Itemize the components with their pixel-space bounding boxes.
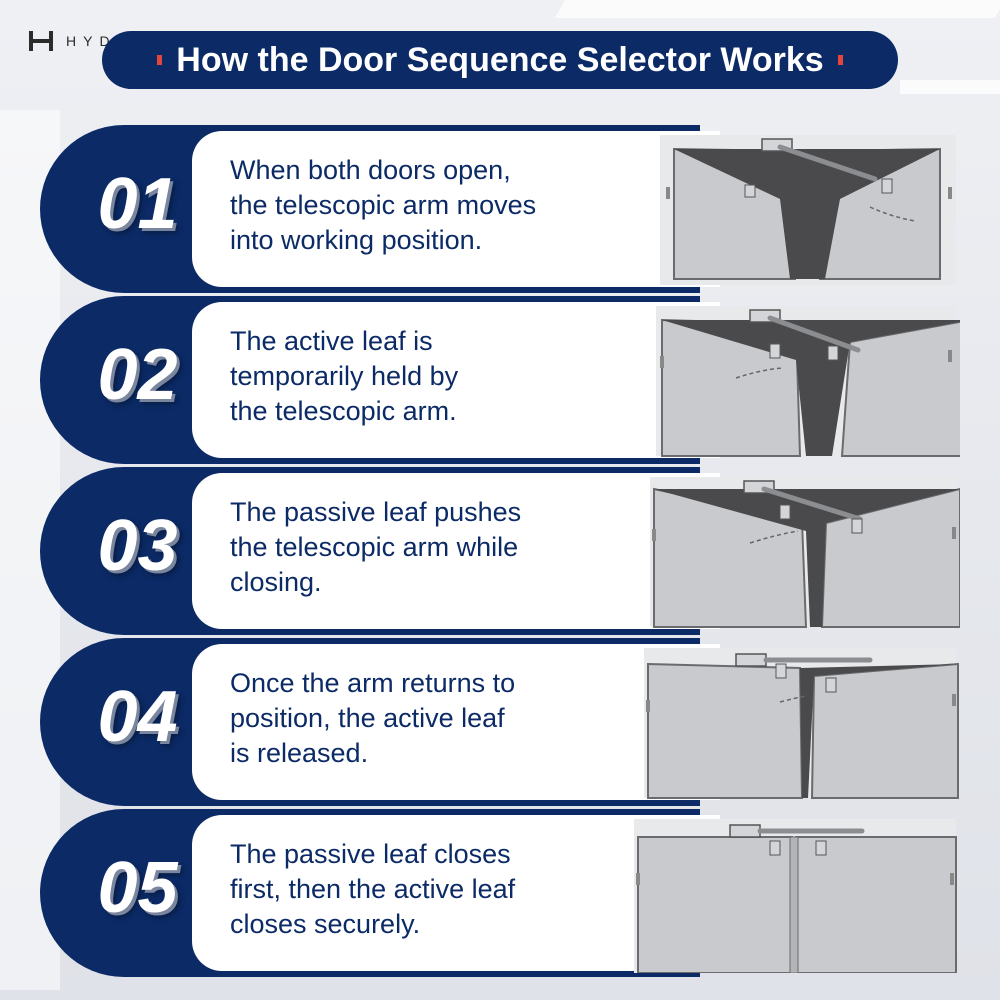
step-description: The active leaf is temporarily held by t… <box>230 326 459 426</box>
step-description: The passive leaf closes first, then the … <box>230 839 516 939</box>
active-leaf-held-icon <box>630 300 960 460</box>
page-title: How the Door Sequence Selector Works <box>176 40 824 79</box>
step-card: Once the arm returns to position, the ac… <box>192 644 720 800</box>
background-light <box>900 80 1000 94</box>
step-row-1: 01 When both doors open, the telescopic … <box>40 125 960 293</box>
step-description: When both doors open, the telescopic arm… <box>230 155 537 255</box>
brand-mark-icon <box>29 31 53 51</box>
step-card: The passive leaf pushes the telescopic a… <box>192 473 720 629</box>
step-number: 03 <box>97 506 178 586</box>
step-row-3: 03 The passive leaf pushes the telescopi… <box>40 467 960 635</box>
arm-returned-icon <box>630 642 960 802</box>
step-row-4: 04 Once the arm returns to position, the… <box>40 638 960 806</box>
passive-leaf-pushing-icon <box>630 471 960 631</box>
step-description: The passive leaf pushes the telescopic a… <box>230 497 522 597</box>
title-accent-left <box>157 55 163 65</box>
step-number: 05 <box>97 848 178 928</box>
step-number: 02 <box>97 335 178 415</box>
step-card: The passive leaf closes first, then the … <box>192 815 720 971</box>
step-number: 04 <box>97 677 178 757</box>
step-row-5: 05 The passive leaf closes first, then t… <box>40 809 960 977</box>
title-banner: How the Door Sequence Selector Works <box>102 31 898 89</box>
doors-open-icon <box>630 129 960 289</box>
step-card: The active leaf is temporarily held by t… <box>192 302 720 458</box>
step-row-2: 02 The active leaf is temporarily held b… <box>40 296 960 464</box>
step-number: 01 <box>97 164 178 244</box>
step-description: Once the arm returns to position, the ac… <box>230 668 516 768</box>
title-accent-right <box>837 55 843 65</box>
background-light <box>554 0 1000 18</box>
doors-closed-icon <box>630 813 960 973</box>
step-card: When both doors open, the telescopic arm… <box>192 131 720 287</box>
